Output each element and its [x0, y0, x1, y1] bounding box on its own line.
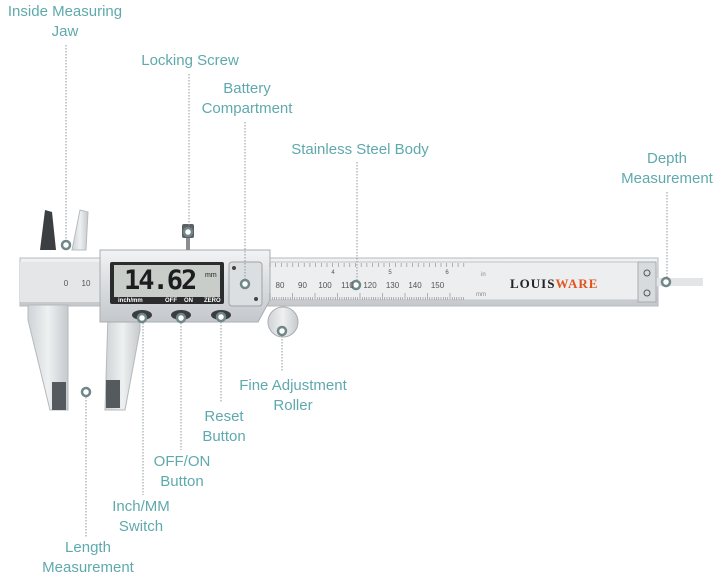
unit-in-label: in — [481, 272, 486, 278]
scale-number: 10 — [81, 279, 91, 288]
fine-adjust-roller — [267, 306, 299, 338]
marker-dot — [239, 278, 251, 290]
scale-number: 5 — [388, 270, 392, 276]
marker-dot — [182, 226, 194, 238]
brand-logo: LOUISWARE — [510, 277, 598, 290]
brand-part1: LOUIS — [510, 276, 556, 291]
label-body: Stainless Steel Body — [291, 141, 429, 158]
marker-dot — [350, 279, 362, 291]
brand-part2: WARE — [555, 276, 599, 291]
scale-number: 6 — [445, 270, 449, 276]
inside-jaw-moving — [71, 209, 89, 251]
scale-number: 90 — [298, 281, 307, 290]
button-label-zero: ZERO — [204, 298, 221, 304]
label-locking-screw: Locking Screw — [141, 52, 239, 69]
scale-number: 150 — [430, 281, 445, 290]
marker-dot — [60, 239, 72, 251]
unit-mm-label: mm — [476, 292, 486, 298]
scale-number: 0 — [63, 279, 69, 288]
scale-number: 130 — [385, 281, 400, 290]
lcd-unit: mm — [205, 272, 217, 279]
marker-dot — [175, 312, 187, 324]
depth-rod — [655, 278, 703, 286]
marker-dot — [80, 386, 92, 398]
lcd-reading: 14.62 — [124, 265, 197, 296]
marker-dot — [660, 276, 672, 288]
scale-number: 110 — [341, 281, 354, 290]
scale-number: 100 — [318, 281, 332, 290]
marker-dot — [215, 311, 227, 323]
scale-number: 4 — [331, 270, 335, 276]
marker-dot — [136, 312, 148, 324]
button-label-on: ON — [184, 298, 193, 304]
scale-number: 80 — [275, 281, 285, 290]
scale-number: 140 — [408, 281, 422, 290]
inside-jaw-fixed — [40, 210, 56, 250]
scale-number: 120 — [363, 281, 377, 290]
button-label-inchmm: inch/mm — [118, 298, 143, 304]
button-label-off: OFF — [165, 298, 177, 304]
marker-dot — [276, 325, 288, 337]
